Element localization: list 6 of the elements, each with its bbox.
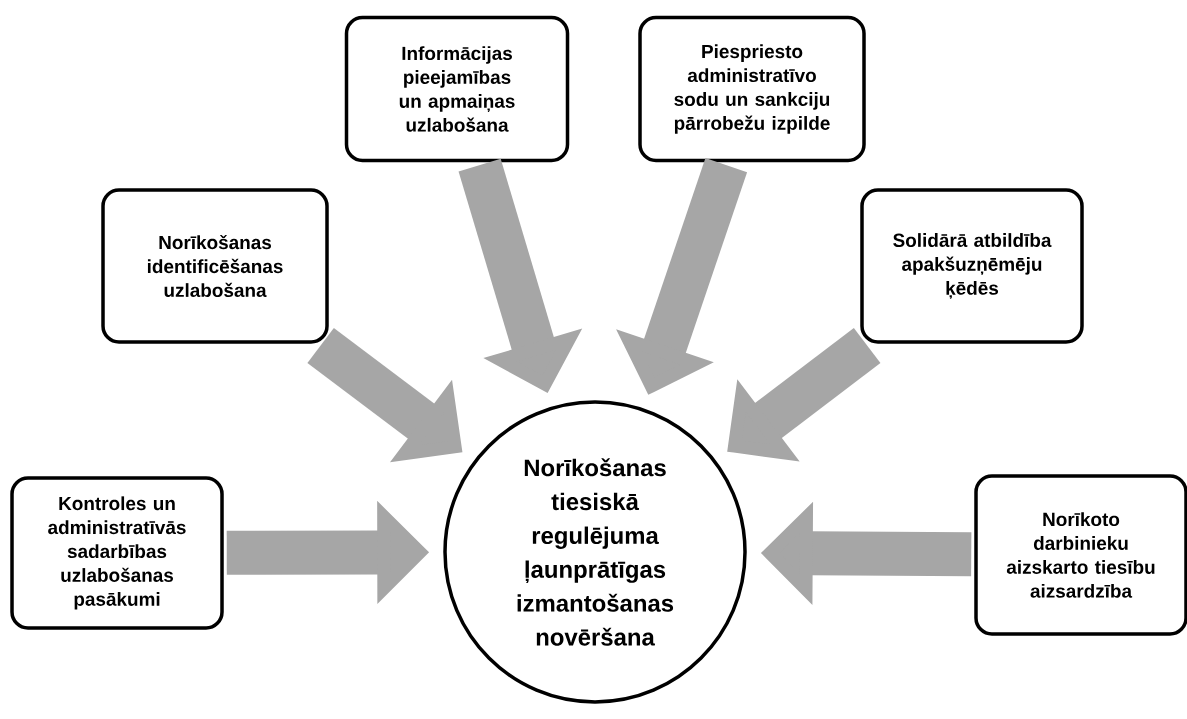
text-box: Norīkoto darbinieku aizskarto tiesību aizsardzība [974, 474, 1187, 636]
text-box: Norīkošanas identificēšanas uzlabošana [101, 188, 329, 344]
text-box: Informācijas pieejamības un apmaiņas uzlabošana [344, 15, 570, 163]
text-box: Piespriesto administratīvo sodu un sankciju pārrobežu izpilde [638, 15, 866, 163]
text-box: Solidārā atbildība apakšuzņēmēju ķēdēs [860, 188, 1084, 344]
text-box: Kontroles un administratīvās sadarbības uzlabošanas pasākumi [10, 476, 224, 630]
